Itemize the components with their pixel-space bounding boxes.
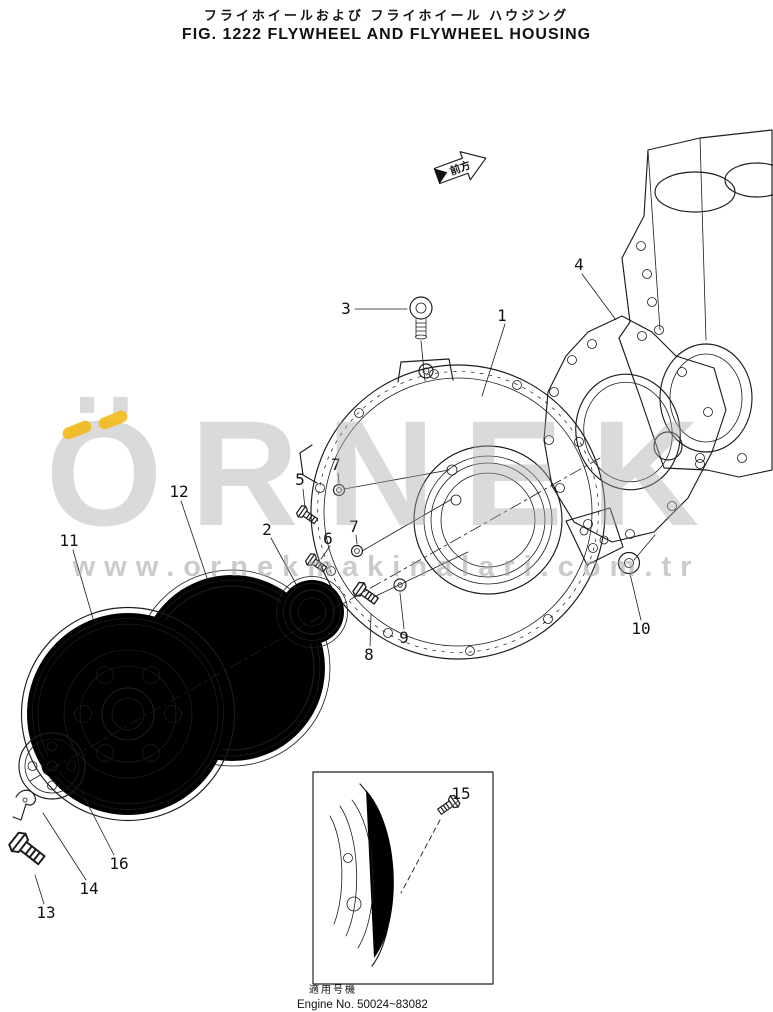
leader-lines [34,273,642,905]
engine-applicability-note: 適用号機 Engine No. 50024~83082 [297,985,428,1012]
housing-gasket [543,315,727,543]
construction-lines [29,340,656,782]
engine-block [618,129,773,478]
washer-7a [332,483,346,497]
part-callouts: 1 2 3 4 5 6 7 7 8 9 10 11 12 13 14 15 16 [36,255,650,922]
callout-16: 16 [109,854,128,873]
flywheel-housing [299,358,624,660]
callout-4: 4 [574,255,584,274]
callout-15: 15 [451,784,470,803]
callout-1: 1 [497,306,507,325]
washer-7b [350,544,364,558]
eye-bolt [409,296,433,340]
coupling-disc [18,732,86,800]
callout-5: 5 [295,470,305,489]
callout-9: 9 [399,628,409,647]
callout-7b: 7 [349,517,359,536]
callout-10: 10 [631,619,650,638]
callout-11: 11 [59,531,78,550]
plug-9 [393,578,407,592]
callout-8: 8 [364,645,374,664]
callout-13: 13 [36,903,55,922]
inset-detail-box [312,771,494,985]
callout-14: 14 [79,879,98,898]
callout-2: 2 [262,520,272,539]
flywheel [20,606,236,822]
figure-header: フライホイールおよび フライホイール ハウジング FIG. 1222 FLYWH… [0,5,773,44]
bolt-13 [6,829,50,870]
bolt-6 [303,551,330,576]
direction-arrow: 前方 [433,151,487,185]
figure-title-english: FIG. 1222 FLYWHEEL AND FLYWHEEL HOUSING [181,26,592,43]
washer-10 [617,551,641,575]
callout-7a: 7 [331,455,341,474]
figure-title-japanese: フライホイールおよび フライホイール ハウジング [203,8,570,23]
callout-3: 3 [341,299,351,318]
lock-clip [12,789,36,821]
callout-12: 12 [169,482,188,501]
callout-6: 6 [323,529,333,548]
engine-note-japanese: 適用号機 [309,985,357,996]
bolt-5 [294,503,321,528]
engine-number-range: Engine No. 50024~83082 [297,998,428,1011]
pilot-bearing [276,576,348,648]
